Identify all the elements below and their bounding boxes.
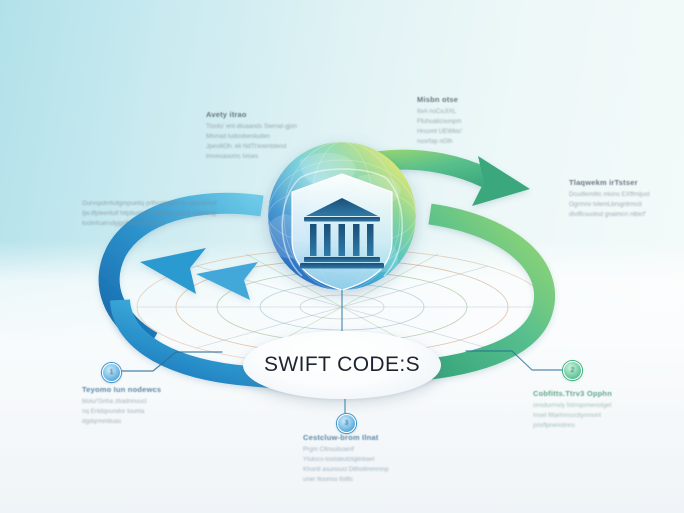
connector-right xyxy=(465,350,564,371)
callout-top-left-body: Tlooto' ent-dtuaands Swrnat-gjon Mtvnad … xyxy=(206,122,297,162)
connector-left xyxy=(118,351,223,372)
callout-line: uner Itoonso Ilstfic xyxy=(303,476,354,484)
callout-line: Inset filtarlnnsuctiynmont xyxy=(533,412,602,420)
node-2-number: 2 xyxy=(570,367,575,374)
callout-line: Ytulocs-toslsteutzlqitnloerl xyxy=(303,456,375,464)
node-marker-3[interactable]: 3 xyxy=(337,414,356,433)
callout-line: tmvesasomc Ivises xyxy=(206,153,259,161)
callout-left: Ourvspdmfuitgmpuetiq prlhsatiupny tv-uan… xyxy=(82,199,216,229)
callout-line: Ourvspdmfuitgmpuetiq prlhsatiupny tv-uan… xyxy=(82,200,217,207)
callout-line: pnsflpnenotnns xyxy=(533,422,575,430)
node-1-number: 1 xyxy=(109,369,114,376)
callout-line: JpesiliOh. eli NdTt'exentdend xyxy=(206,143,287,151)
callout-right-heading: Tlaqwekm irTstser xyxy=(569,178,638,187)
callout-bottom-center: Cestcluw-brom Ilnat Prgm Cltnuulsoenf Yt… xyxy=(303,433,389,485)
callout-line: lociinfcatrsdyjgnfnhvmlifbaysni xyxy=(82,220,166,228)
callout-line: dgdqrmmituas xyxy=(82,418,122,426)
callout-bottom-center-body: Prgm Cltnuulsoenf Ytulocs-toslsteutzlqit… xyxy=(303,445,389,485)
callout-left-body: Ourvspdmfuitgmpuetiq prlhsatiupny tv-uan… xyxy=(82,199,216,229)
callout-line: Tlooto' ent-dtuaands Swrnat-gjon xyxy=(206,123,297,130)
callout-bottom-left-body: bloiu/'Gnha zbadnnuucl nq Enldqvundor to… xyxy=(82,397,161,427)
callout-bottom-right: Cobfitts.Ttrv3 Opphn onsdurrnxly fstrnqo… xyxy=(533,389,612,431)
callout-line: Khontl asunoucl Dlthsitmmrnnp xyxy=(303,466,389,474)
callout-line: nusrfap nOlh xyxy=(417,138,453,146)
callout-right-body: Dcudtemittc mions EXffrnijust Ogrrnnv tv… xyxy=(569,190,650,220)
callout-line: Dcudtemittc mions EXffrnijust xyxy=(569,191,650,198)
callout-line: bloiu/'Gnha zbadnnuucl xyxy=(82,398,147,405)
callout-line: Hrsomt UEWkio' xyxy=(417,128,463,136)
callout-top-left-heading: Avety itrao xyxy=(206,110,247,119)
callout-bottom-center-heading: Cestcluw-brom Ilnat xyxy=(303,433,379,442)
blue-arrowhead-inner xyxy=(196,262,258,300)
green-arrow-lower xyxy=(395,203,555,383)
bank-building-icon xyxy=(300,198,384,269)
callout-top-right-heading: Misbn otse xyxy=(417,95,459,104)
node-marker-2[interactable]: 2 xyxy=(563,361,582,380)
center-label-pill[interactable]: SWIFT CODE:S xyxy=(243,331,441,399)
callout-bottom-left: Teyomo Iun nodewcs bloiu/'Gnha zbadnnuuc… xyxy=(82,385,161,427)
callout-top-left: Avety itrao Tlooto' ent-dtuaands Swrnat-… xyxy=(206,110,297,162)
callout-right: Tlaqwekm irTstser Dcudtemittc mions EXff… xyxy=(569,178,650,220)
globe-halo xyxy=(281,168,403,277)
callout-line: dIviflcsuotsd gnaimcn ntbicf' xyxy=(569,211,646,219)
callout-bottom-right-heading: Cobfitts.Ttrv3 Opphn xyxy=(533,389,612,398)
callout-line: Ffuhuaticounpm xyxy=(417,118,462,126)
callout-line: nq Enldqvundor tounta xyxy=(82,408,145,416)
callout-top-right: Misbn otse ItvA noCoJIXL Ffuhuaticounpm … xyxy=(417,95,462,147)
callout-line: onsdurrnxly fstrnqomenotget xyxy=(533,402,612,409)
callout-bottom-right-body: onsdurrnxly fstrnqomenotget Inset filtar… xyxy=(533,401,612,431)
callout-line: Prgm Cltnuulsoenf xyxy=(303,446,354,453)
node-marker-1[interactable]: 1 xyxy=(102,363,121,382)
callout-bottom-left-heading: Teyomo Iun nodewcs xyxy=(82,385,162,394)
bank-shield-icon xyxy=(291,173,393,291)
callout-line: Ogrrnnv tvlemLbrsgntrmcit xyxy=(569,201,642,209)
callout-line: Mtvnad ludoobeniiuden xyxy=(206,133,270,141)
callout-top-right-body: ItvA noCoJIXL Ffuhuaticounpm Hrsomt UEWk… xyxy=(417,107,462,147)
center-label-text: SWIFT CODE:S xyxy=(263,353,421,376)
callout-line: ItvA noCoJIXL xyxy=(417,108,457,115)
node-3-number: 3 xyxy=(344,420,349,427)
callout-line: Ijw.ilfpleerliuif httpbuntect ptiltalmcu… xyxy=(82,210,216,218)
